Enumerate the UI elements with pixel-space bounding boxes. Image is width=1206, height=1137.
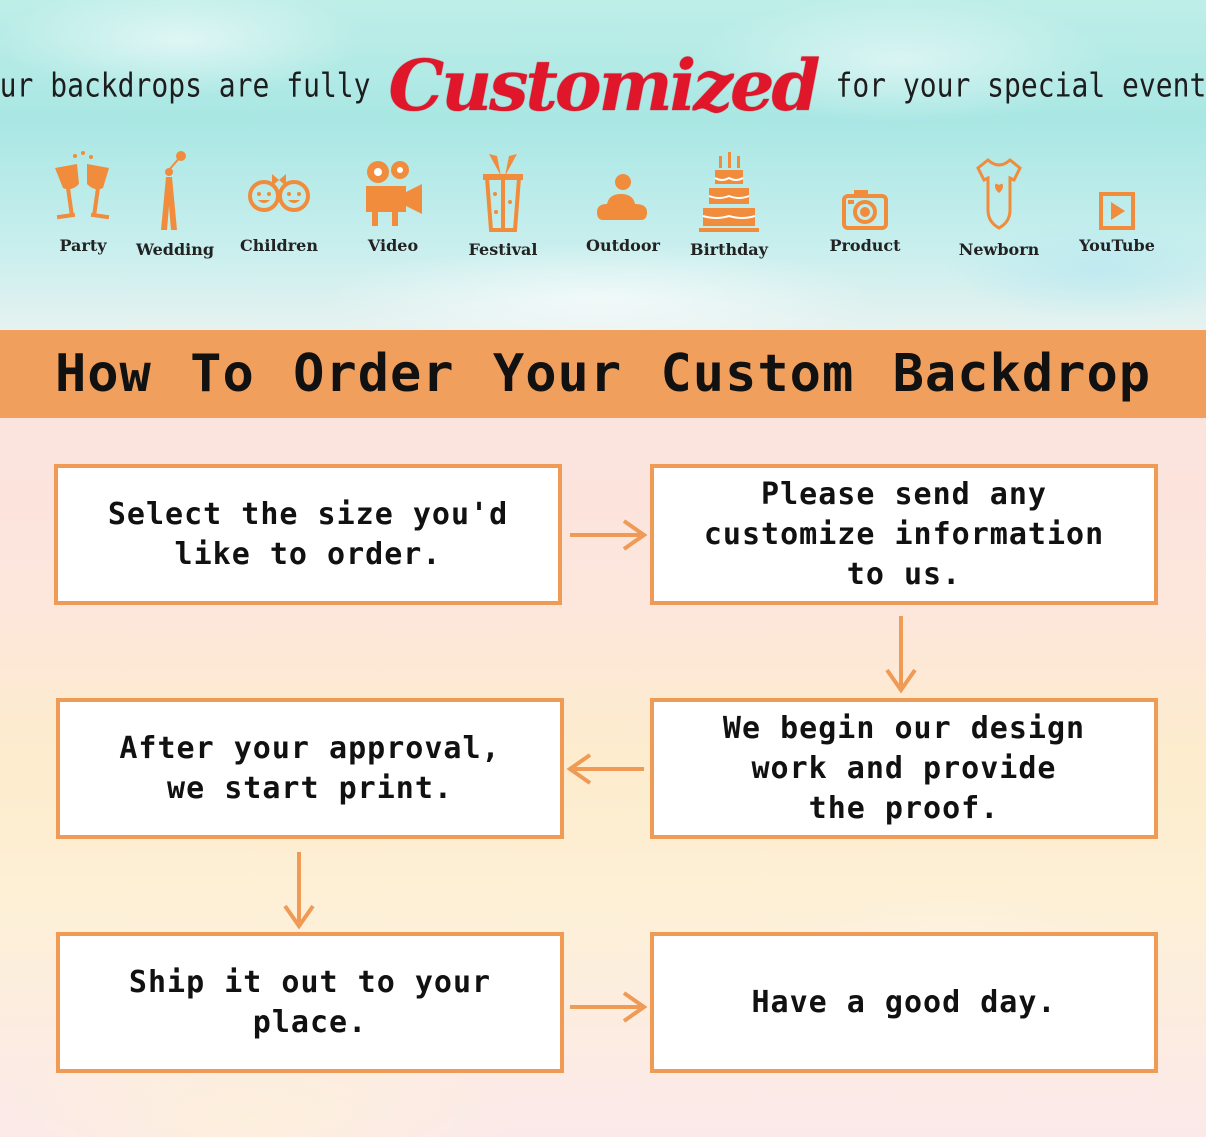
gift-box-icon [483,154,523,232]
step-good-day: Have a good day. [650,932,1158,1073]
arrow-left-icon [566,753,644,785]
event-outdoor: Outdoor [568,150,678,255]
cloud-icon [597,174,647,220]
event-product: Product [810,150,920,255]
headline-highlight: Customized [388,43,821,127]
event-label: YouTube [1079,236,1155,255]
event-label: Video [367,236,419,255]
kids-faces-icon [248,174,310,212]
event-birthday: Birthday [674,150,784,259]
play-button-icon [1099,192,1135,230]
arrow-down-icon [885,616,917,694]
step-design-proof: We begin our design work and provide the… [650,698,1158,839]
event-party: Party [28,150,138,255]
step-text: Have a good day. [751,984,1057,1020]
event-children: Children [224,150,334,255]
event-festival: Festival [448,150,558,259]
couple-icon [161,151,186,230]
event-video: Video [338,150,448,255]
step-ship: Ship it out to your place. [56,932,564,1073]
step-text: After your approval, we start print. [119,730,501,806]
event-label: Product [829,236,901,255]
event-label: Wedding [135,240,215,259]
step-text: Please send any customize information to… [703,476,1105,592]
camera-icon [842,190,888,230]
step-approval-print: After your approval, we start print. [56,698,564,839]
headline: Our backdrops are fully Customized for y… [0,40,1206,130]
wine-glasses-icon [55,151,110,220]
baby-bodysuit-icon [976,158,1022,230]
event-label: Festival [468,240,538,259]
step-send-info: Please send any customize information to… [650,464,1158,605]
movie-camera-icon [366,161,422,226]
event-newborn: Newborn [944,150,1054,259]
event-label: Birthday [690,240,768,259]
headline-text-after: for your special event: [835,65,1206,105]
arrow-right-icon [570,991,648,1023]
event-label: Newborn [958,240,1040,259]
event-icons-row: Party Wedding [28,150,1178,290]
event-label: Outdoor [586,236,660,255]
event-label: Party [59,236,107,255]
event-label: Children [240,236,318,255]
step-text: Select the size you'd like to order. [107,496,509,572]
event-wedding: Wedding [120,150,230,259]
event-youtube: YouTube [1062,150,1172,255]
birthday-cake-icon [699,152,759,232]
arrow-right-icon [570,519,648,551]
arrow-down-icon [283,852,315,930]
headline-text-before: Our backdrops are fully [0,65,371,105]
step-text: Ship it out to your place. [128,964,492,1040]
step-text: We begin our design work and provide the… [722,710,1086,826]
step-select-size: Select the size you'd like to order. [54,464,562,605]
order-banner: How To Order Your Custom Backdrop [0,330,1206,418]
banner-title: How To Order Your Custom Backdrop [54,344,1152,404]
